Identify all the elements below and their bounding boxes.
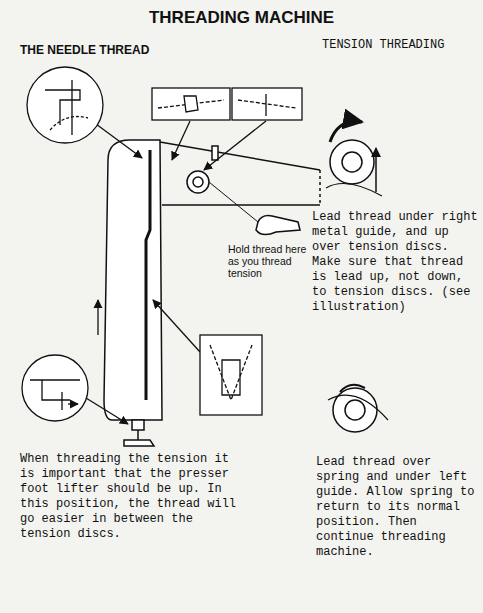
section-heading: THE NEEDLE THREAD — [20, 43, 149, 57]
instruction-text: Lead thread over spring and under left g… — [316, 455, 480, 560]
tension-dial-views-part — [375, 148, 377, 192]
page-title: THREADING MACHINE — [0, 8, 483, 28]
machine-head — [104, 140, 320, 446]
detail-insets-part — [238, 100, 296, 108]
detail-insets-part — [30, 380, 80, 410]
machine-head-part — [160, 142, 320, 205]
tension-dial-views-part — [333, 388, 377, 432]
machine-head-part — [319, 170, 321, 205]
detail-insets-part — [45, 80, 80, 135]
leader-arrows-part — [172, 121, 190, 160]
machine-head-part — [146, 150, 150, 400]
tension-dial-views-part — [330, 121, 362, 142]
machine-head-part — [209, 182, 258, 222]
tension-dial-views-part — [326, 184, 382, 197]
detail-insets-part — [152, 88, 230, 120]
machine-head-part — [193, 177, 203, 187]
machine-head-part — [212, 146, 218, 160]
leader-arrows-part — [97, 300, 98, 335]
section-heading: TENSION THREADING — [322, 38, 444, 53]
leader-arrows-part — [204, 121, 266, 170]
machine-head-part — [132, 420, 144, 430]
machine-head-part — [137, 430, 139, 440]
leader-arrows-part — [86, 398, 128, 424]
tension-dial-views-part — [330, 140, 374, 184]
tension-dial-views-part — [340, 385, 365, 392]
detail-insets-part — [222, 360, 240, 395]
machine-head-part — [104, 140, 162, 420]
instruction-text: Lead thread under right metal guide, and… — [312, 210, 480, 315]
leader-arrows-part — [153, 300, 200, 352]
detail-insets-part — [22, 355, 88, 421]
tension-dial-views-part — [345, 400, 365, 420]
machine-head-part — [124, 440, 154, 446]
detail-insets-part — [50, 117, 88, 131]
leader-arrows-part — [96, 124, 142, 158]
detail-insets-part — [68, 403, 78, 404]
detail-insets-part — [200, 335, 262, 415]
machine-head-part — [256, 216, 300, 235]
instruction-text: When threading the tension it is importa… — [20, 452, 246, 542]
tension-dial-views-part — [328, 395, 388, 420]
callout-note: Hold thread here as you thread tension — [228, 243, 308, 279]
machine-head-part — [187, 171, 209, 193]
tension-dial-views-part — [342, 152, 362, 172]
detail-insets-part — [184, 96, 198, 112]
detail-insets-part — [265, 94, 266, 116]
detail-insets-part — [232, 88, 302, 120]
detail-insets-part — [27, 67, 103, 143]
detail-insets-part — [210, 345, 252, 400]
